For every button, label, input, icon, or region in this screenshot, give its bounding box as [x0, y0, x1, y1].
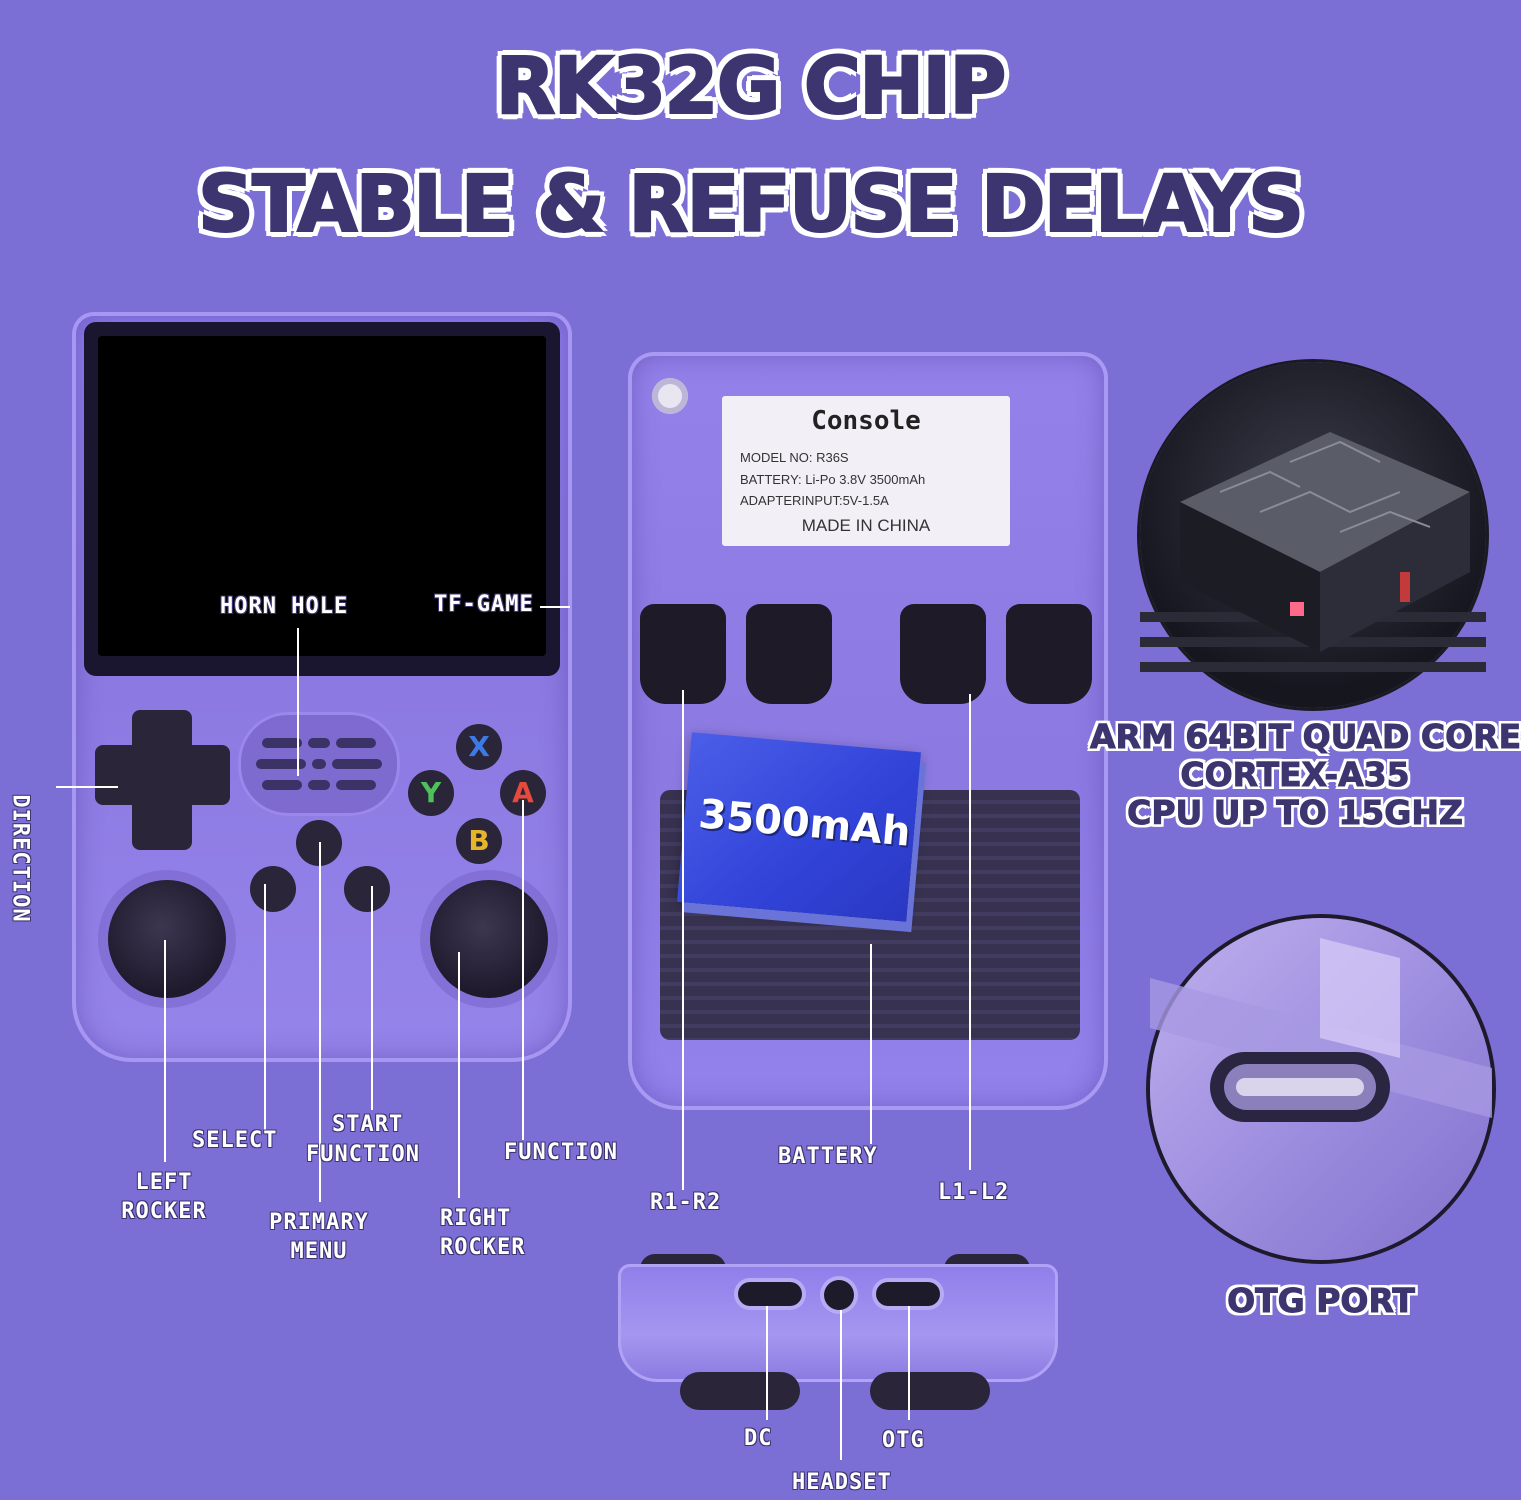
label-right-rocker: ROCKER	[440, 1235, 526, 1260]
spec-sticker: Console MODEL NO: R36S BATTERY: Li-Po 3.…	[722, 396, 1010, 546]
shoulder-l1	[900, 604, 986, 704]
right-stick	[430, 880, 548, 998]
dc-port	[738, 1282, 802, 1306]
sticker-battery: BATTERY: Li-Po 3.8V 3500mAh	[740, 472, 926, 487]
label-battery: BATTERY	[778, 1144, 878, 1169]
label-l1-l2: L1-L2	[938, 1180, 1010, 1205]
console-screen	[98, 336, 546, 656]
sticker-title: Console	[811, 406, 921, 436]
label-headset: HEADSET	[792, 1470, 892, 1495]
label-start-function: FUNCTION	[306, 1142, 420, 1167]
sticker-adapter: ADAPTERINPUT:5V-1.5A	[740, 493, 889, 508]
edge-grip-right	[870, 1372, 990, 1410]
button-b: B	[456, 818, 502, 864]
label-dc: DC	[744, 1426, 773, 1451]
sticker-model: MODEL NO: R36S	[740, 450, 849, 465]
sticker-made-in: MADE IN CHINA	[801, 516, 931, 535]
shoulder-l2	[1006, 604, 1092, 704]
label-horn-hole: HORN HOLE	[220, 594, 349, 619]
label-left: LEFT	[135, 1170, 193, 1195]
label-start: START	[332, 1112, 404, 1137]
shoulder-r2	[640, 604, 726, 704]
label-select: SELECT	[192, 1128, 278, 1153]
label-function: FUNCTION	[504, 1140, 618, 1165]
button-x: X	[456, 724, 502, 770]
label-left-rocker: ROCKER	[121, 1199, 207, 1224]
otg-illustration	[1150, 938, 1492, 1122]
select-button	[250, 866, 296, 912]
dpad-vertical	[132, 710, 192, 850]
label-tf-game: TF-GAME	[434, 592, 534, 617]
headline-chip: RK32G CHIP	[495, 41, 1008, 133]
start-button	[344, 866, 390, 912]
label-primary: PRIMARY	[269, 1210, 369, 1235]
label-otg: OTG	[882, 1428, 925, 1453]
label-otg-port: OTG PORT	[1227, 1281, 1416, 1320]
spec-line-2: CORTEX-A35	[1180, 755, 1410, 794]
shoulder-r1	[746, 604, 832, 704]
headline-stable: STABLE & REFUSE DELAYS	[197, 159, 1305, 251]
battery-capacity: 3500mAh	[696, 791, 913, 856]
left-stick	[108, 880, 226, 998]
otg-port-closeup	[1150, 918, 1492, 1260]
label-r1-r2: R1-R2	[650, 1190, 722, 1215]
headset-jack	[824, 1280, 854, 1310]
chip-closeup	[1140, 362, 1486, 708]
edge-grip-left	[680, 1372, 800, 1410]
spec-line-1: ARM 64BIT QUAD CORE	[1090, 717, 1521, 756]
spec-line-3: CPU UP TO 15GHZ	[1127, 793, 1464, 832]
label-primary-menu: MENU	[290, 1239, 348, 1264]
chip-illustration	[1140, 432, 1486, 672]
otg-port	[876, 1282, 940, 1306]
label-right: RIGHT	[440, 1206, 512, 1231]
label-direction: DIRECTION	[7, 794, 33, 923]
battery-card: 3500mAh	[677, 732, 921, 922]
button-y: Y	[408, 770, 454, 816]
screw-icon	[652, 378, 688, 414]
speaker-grille	[238, 712, 400, 816]
